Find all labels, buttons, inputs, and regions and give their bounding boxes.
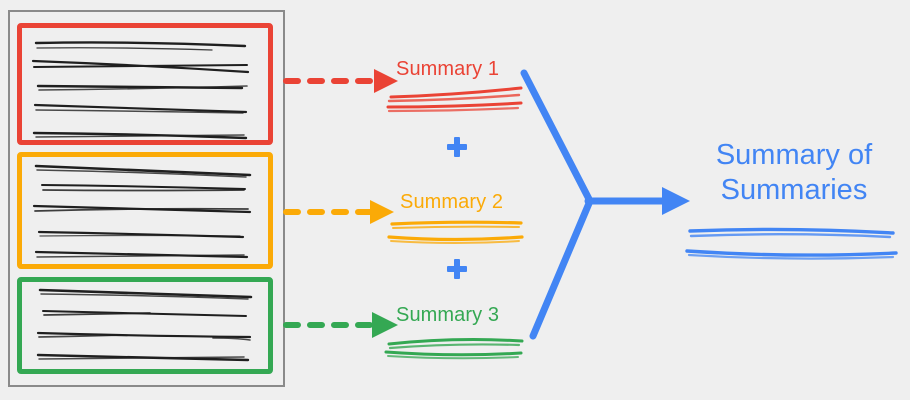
summary-1-squiggle (386, 86, 523, 113)
merge-arrow-head (662, 187, 690, 215)
document-group-2 (17, 152, 273, 269)
final-title-line-1: Summary of (715, 139, 873, 171)
doc-lines-group-3 (36, 288, 253, 362)
plus-operator-1 (447, 137, 467, 157)
plus-operator-2 (447, 259, 467, 279)
final-title-line-2: Summaries (720, 173, 868, 206)
final-summary-squiggle (685, 227, 898, 260)
dashed-arrow-2 (283, 200, 394, 224)
doc-lines-group-1 (31, 41, 250, 140)
summary-2-squiggle (387, 220, 524, 244)
dashed-arrow-1 (283, 69, 398, 93)
dashed-arrow-3 (283, 312, 398, 338)
summary-3-squiggle (384, 338, 524, 360)
merge-arrow (520, 69, 670, 340)
doc-lines-group-2 (32, 164, 252, 259)
summary-1-label: Summary 1 (396, 58, 500, 80)
document-group-3 (17, 277, 273, 374)
summary-2-label: Summary 2 (400, 191, 504, 213)
summary-3-label: Summary 3 (396, 304, 500, 326)
source-documents-frame (8, 10, 285, 387)
document-group-1 (17, 23, 273, 145)
summary-of-summaries-title: Summary of Summaries (694, 138, 894, 208)
